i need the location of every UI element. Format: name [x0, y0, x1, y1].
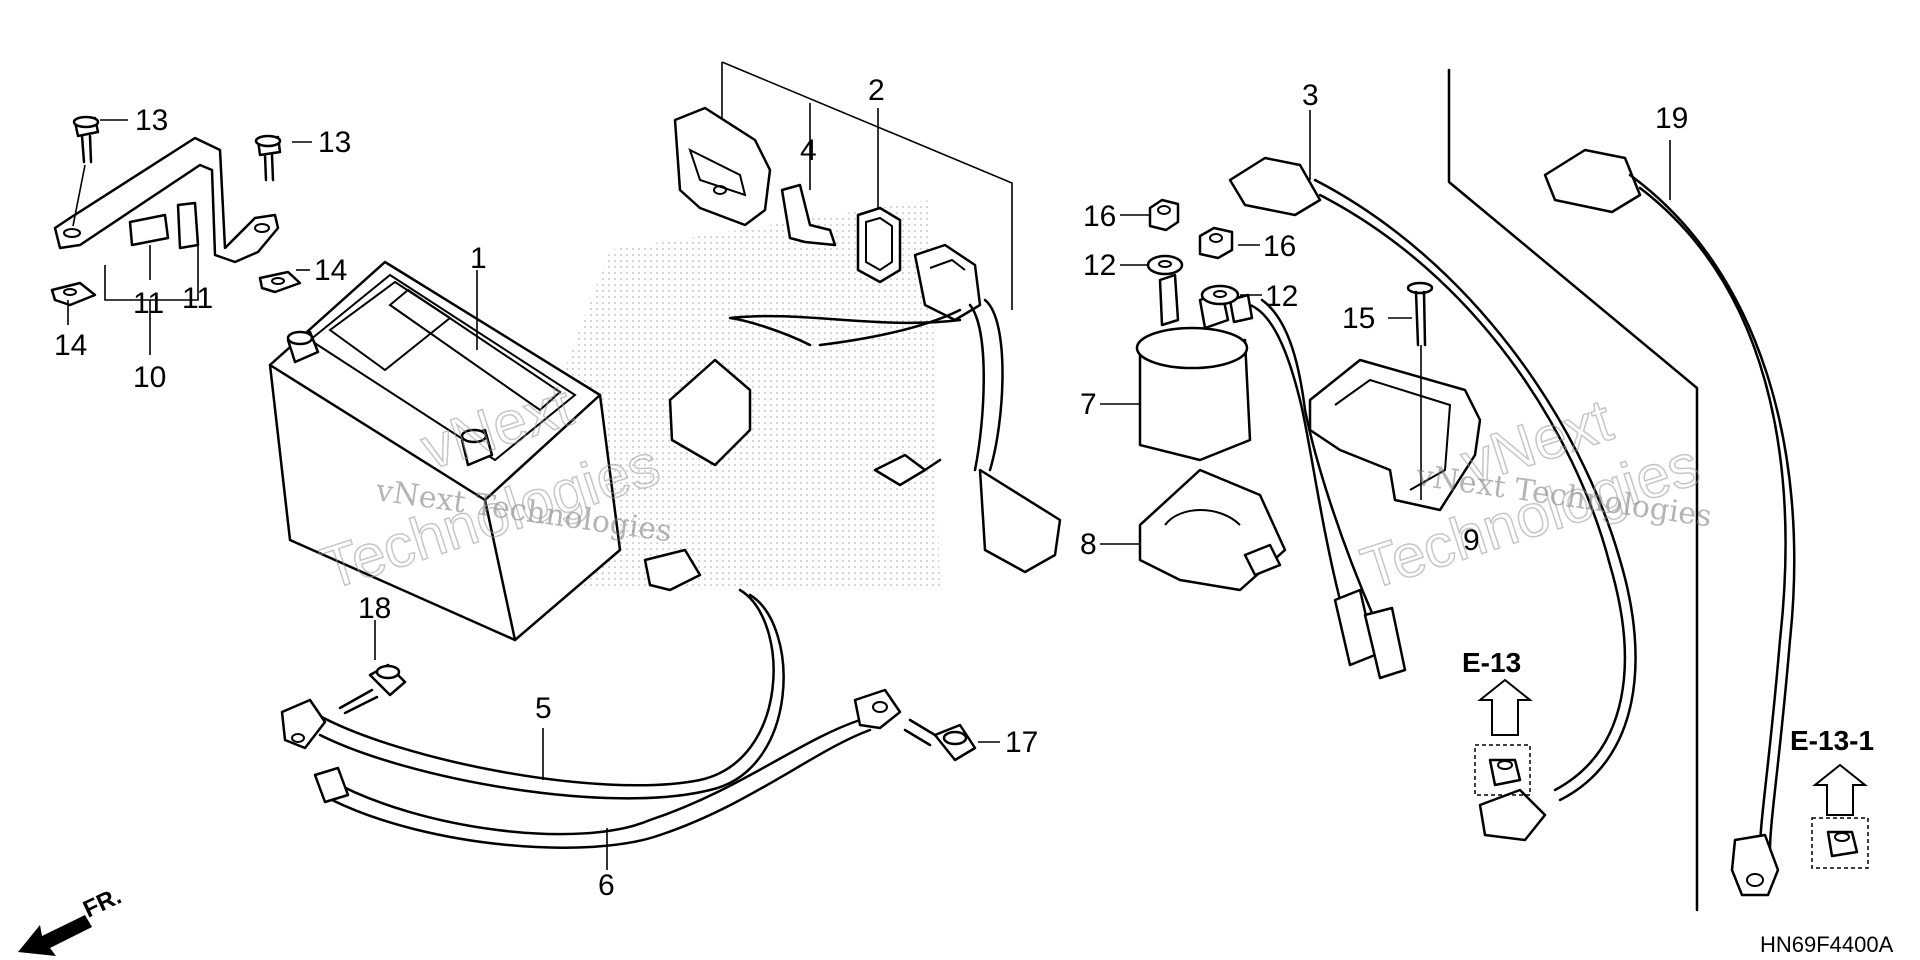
- callout-9: 9: [1463, 524, 1480, 557]
- callout-3: 3: [1302, 79, 1319, 112]
- starter-cable-3: [1228, 156, 1637, 842]
- callout-11-left: 11: [133, 287, 164, 320]
- callout-13-left: 13: [135, 104, 168, 137]
- ref-e13-1: [1811, 763, 1869, 869]
- clip-nut-14-right: [258, 270, 302, 294]
- callouts: 13 13 14 14 11 11 10 1 2 4 3 19 16 16 12…: [54, 74, 1688, 902]
- fuse-connector: [913, 243, 982, 322]
- front-direction-arrow: FR.: [18, 883, 126, 956]
- bolt-17: [903, 718, 977, 762]
- ref-label-e13-1: E-13-1: [1790, 725, 1874, 756]
- callout-14-right: 14: [314, 254, 347, 287]
- fuse-holder-seal: [856, 206, 902, 284]
- callout-16-right: 16: [1263, 230, 1296, 263]
- battery: [268, 260, 622, 642]
- callout-16-left: 16: [1083, 200, 1116, 233]
- ref-label-e13: E-13: [1462, 647, 1521, 678]
- callout-6: 6: [598, 869, 615, 902]
- fuse-4: [780, 183, 837, 247]
- battery-bracket: [53, 136, 280, 264]
- section-divider: [1447, 68, 1699, 912]
- ref-e13: [1474, 678, 1533, 796]
- callout-4: 4: [800, 134, 817, 167]
- washer-12-right: [1200, 284, 1240, 306]
- fuse-box-cover: [673, 106, 772, 227]
- nut-16-right: [1198, 226, 1234, 260]
- washer-12-left: [1146, 254, 1184, 276]
- callout-1: 1: [470, 242, 487, 275]
- bolt-13-left: [72, 115, 100, 227]
- callout-18: 18: [358, 592, 391, 625]
- callout-17: 17: [1005, 726, 1038, 759]
- callout-14-left: 14: [54, 329, 87, 362]
- fuse-harness: [668, 298, 1062, 574]
- callout-11-right: 11: [182, 282, 213, 315]
- leader-lines-10-11: [104, 245, 199, 355]
- drawing-code: HN69F4400A: [1760, 932, 1894, 957]
- callout-leaders: [67, 110, 1671, 870]
- callout-2: 2: [868, 74, 885, 107]
- callout-19: 19: [1655, 102, 1688, 135]
- bolt-13-right: [254, 134, 282, 182]
- callout-10: 10: [133, 361, 166, 394]
- callout-13-right: 13: [318, 126, 351, 159]
- screw-15: [1406, 281, 1434, 500]
- callout-8: 8: [1080, 528, 1097, 561]
- relay-mount: [1138, 468, 1287, 592]
- starter-cable-19: [1543, 148, 1796, 897]
- clip-nut-14-left: [50, 281, 97, 307]
- nut-16-left: [1148, 198, 1180, 232]
- bolt-18: [338, 663, 407, 715]
- callout-15: 15: [1342, 302, 1375, 335]
- battery-cable-6: [313, 688, 902, 849]
- callout-7: 7: [1080, 388, 1097, 421]
- leader-lines-2-4: [721, 61, 1013, 310]
- relay-holder: [1308, 358, 1482, 512]
- callout-12-right: 12: [1265, 280, 1298, 313]
- callout-12-left: 12: [1083, 249, 1116, 282]
- battery-cable-5: [280, 548, 785, 800]
- callout-5: 5: [535, 692, 552, 725]
- starter-relay: [1135, 273, 1407, 680]
